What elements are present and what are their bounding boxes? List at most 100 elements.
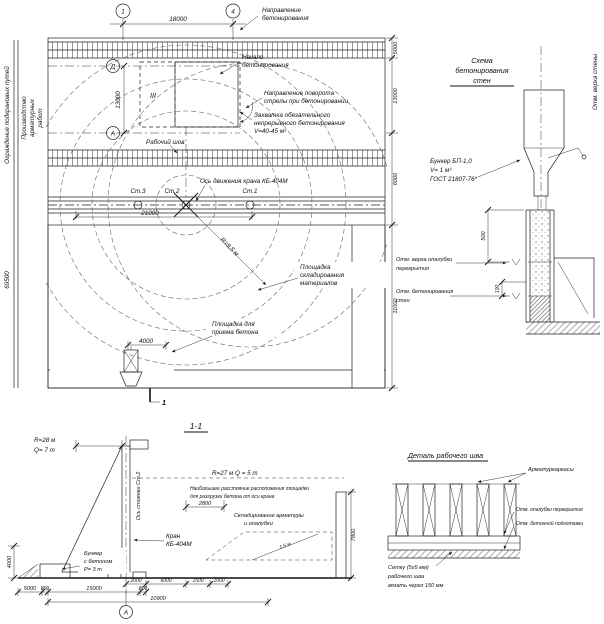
label-bunker-ground-1: Бункер xyxy=(84,551,102,557)
dim-c1-3: 800 xyxy=(139,586,148,592)
storage-label-box xyxy=(294,262,390,288)
label-max-distance-2: для разгрузки бетона от оси крана xyxy=(190,494,275,500)
dim-7800: 7800 xyxy=(351,528,357,541)
label-crane-2: КБ-404М xyxy=(166,541,192,548)
scheme-dimensions xyxy=(484,206,526,300)
fence-line xyxy=(13,40,19,388)
dim-right-0: 5000 xyxy=(393,41,399,54)
label-slab-formwork-level: Отм. опалубки перекрытия xyxy=(516,507,583,513)
dim-1-5m: 1,5 м xyxy=(279,541,293,551)
label-concrete-base-level: Отм. бетонной подготовки xyxy=(516,520,583,527)
dim-right-1: 13000 xyxy=(393,87,399,103)
section-1-1: 1-1 R=28 м Q= 7 т R=27 м Q = 5 т Ось сто… xyxy=(7,421,357,619)
label-formwork-top-1: Отм. верха опалубки xyxy=(396,257,452,263)
grid-bubble-a: А xyxy=(110,131,115,138)
crane-radius-circles xyxy=(46,44,387,366)
slab-and-base xyxy=(387,535,521,559)
dim-21000: 21000 xyxy=(140,210,159,217)
label-receiving-2: приема бетона xyxy=(212,328,259,336)
label-crane-1: Кран xyxy=(166,533,181,540)
label-zahvatka-3: V=40-45 м³ xyxy=(254,128,287,135)
grid-bubble-a-label: А xyxy=(123,610,128,617)
radius-line xyxy=(185,204,267,286)
dim-c1-1: 800 xyxy=(41,586,50,592)
dim-69500: 69500 xyxy=(4,271,11,289)
dim-right-2: 6000 xyxy=(393,172,399,185)
label-st3: Ст.3 xyxy=(131,188,146,195)
label-bunker-ground-3: P= 3 т xyxy=(84,567,102,573)
dim-c0-2: 1500 xyxy=(192,578,203,584)
scheme-leaders xyxy=(450,159,521,298)
label-storage-section-1: Складирование арматуры xyxy=(234,513,304,519)
receiving-label-box xyxy=(206,319,280,337)
label-zahvatka-2: непрерывного бетонирования xyxy=(254,119,345,127)
label-crane-axis: Ось движения крана КБ-404М xyxy=(200,177,288,185)
scheme-title-3: стен xyxy=(473,76,491,85)
dim-500: 500 xyxy=(481,230,487,240)
label-fence: Ограждение подкрановых путей xyxy=(3,66,11,164)
bunker-on-ground xyxy=(39,563,71,579)
section-cut-number: 1 xyxy=(162,398,166,407)
slope-line xyxy=(251,533,319,561)
label-r28: R=28 м xyxy=(34,437,56,444)
dim-right-3: 11000 xyxy=(393,298,399,314)
plan-boundary xyxy=(47,37,386,389)
building-wall xyxy=(335,491,347,579)
dim-4000: 4000 xyxy=(139,338,154,345)
bunker-hopper xyxy=(523,89,587,210)
concrete-receiving-zone xyxy=(50,336,174,386)
label-r27: R=27 м Q = 5 т xyxy=(212,470,258,477)
label-bunker-3: ГОСТ 21807-76* xyxy=(430,176,478,183)
label-concrete-level-1: Отм. бетонирования xyxy=(396,289,453,295)
label-wall-top: Отм. верха стены xyxy=(592,54,599,111)
dim-100: 100 xyxy=(495,285,501,294)
section-title: 1-1 xyxy=(190,421,203,431)
rebar-cages xyxy=(392,483,520,537)
label-mesh-3: вязать через 150 мм xyxy=(388,583,444,589)
crane-leader xyxy=(133,538,165,542)
label-mesh-2: рабочего шва xyxy=(387,574,424,580)
dim-c0-1: 6000 xyxy=(160,578,171,584)
label-stand-axis: Ось стоянки Ст.2 xyxy=(136,471,142,521)
label-q7: Q= 7 т xyxy=(34,447,55,454)
label-st2: Ст.2 xyxy=(165,188,180,195)
site-plan: 1 4 Д А 18000 Направление бетонирования … xyxy=(3,3,399,407)
grid-bubble-a-section xyxy=(119,605,133,619)
formwork-bracket xyxy=(554,257,595,318)
label-bunker-1: Бункер БП-1,0 xyxy=(430,158,472,165)
label-rotation-2: стрелы при бетонировании xyxy=(264,97,349,105)
label-storage-2: складирования xyxy=(300,271,345,279)
label-formwork-top-2: перекрытия xyxy=(396,266,429,272)
label-bunker-ground-2: с бетоном xyxy=(84,559,112,565)
label-working-joint: Рабочий шов xyxy=(146,138,185,146)
label-rebar-2: арматурных xyxy=(29,98,36,137)
dim-4000-left: 4000 xyxy=(7,555,13,568)
plan-leaders xyxy=(169,15,299,353)
label-rotation-1: Направление поворота xyxy=(264,90,335,97)
detail-leaders xyxy=(435,472,527,567)
label-radius: R=9,5 м xyxy=(219,236,241,258)
label-rebar-1: Производство xyxy=(20,96,28,140)
section-cut-mark xyxy=(149,388,160,403)
grid-bubble-4: 4 xyxy=(231,9,235,16)
label-zahvatka-1: Захватка обязательного xyxy=(254,111,331,119)
bunker-leader xyxy=(61,565,81,570)
scheme-title-1: Схема xyxy=(471,56,493,65)
start-block xyxy=(174,61,239,128)
detail-title: Деталь рабочего шва xyxy=(407,451,483,460)
floor-slab xyxy=(526,321,600,335)
label-start-1: Начало xyxy=(242,54,264,61)
label-rebar-3: работ xyxy=(36,108,44,128)
label-storage-section-2: и опалубки xyxy=(244,521,273,527)
label-rebar-cages: Арматуркаркасы xyxy=(527,467,574,473)
formwork-bands xyxy=(48,41,385,167)
storage-outline-dashed xyxy=(205,531,333,561)
label-mesh-1: Сетку (5х5 мм) xyxy=(388,565,429,571)
label-zone-iii: III xyxy=(150,91,156,100)
label-storage-3: материалов xyxy=(300,280,338,287)
label-storage-1: Площадка xyxy=(300,263,331,271)
grid-bubbles xyxy=(106,3,241,140)
wall-under-concreting xyxy=(525,209,555,322)
label-start-2: бетонирования xyxy=(242,61,289,69)
